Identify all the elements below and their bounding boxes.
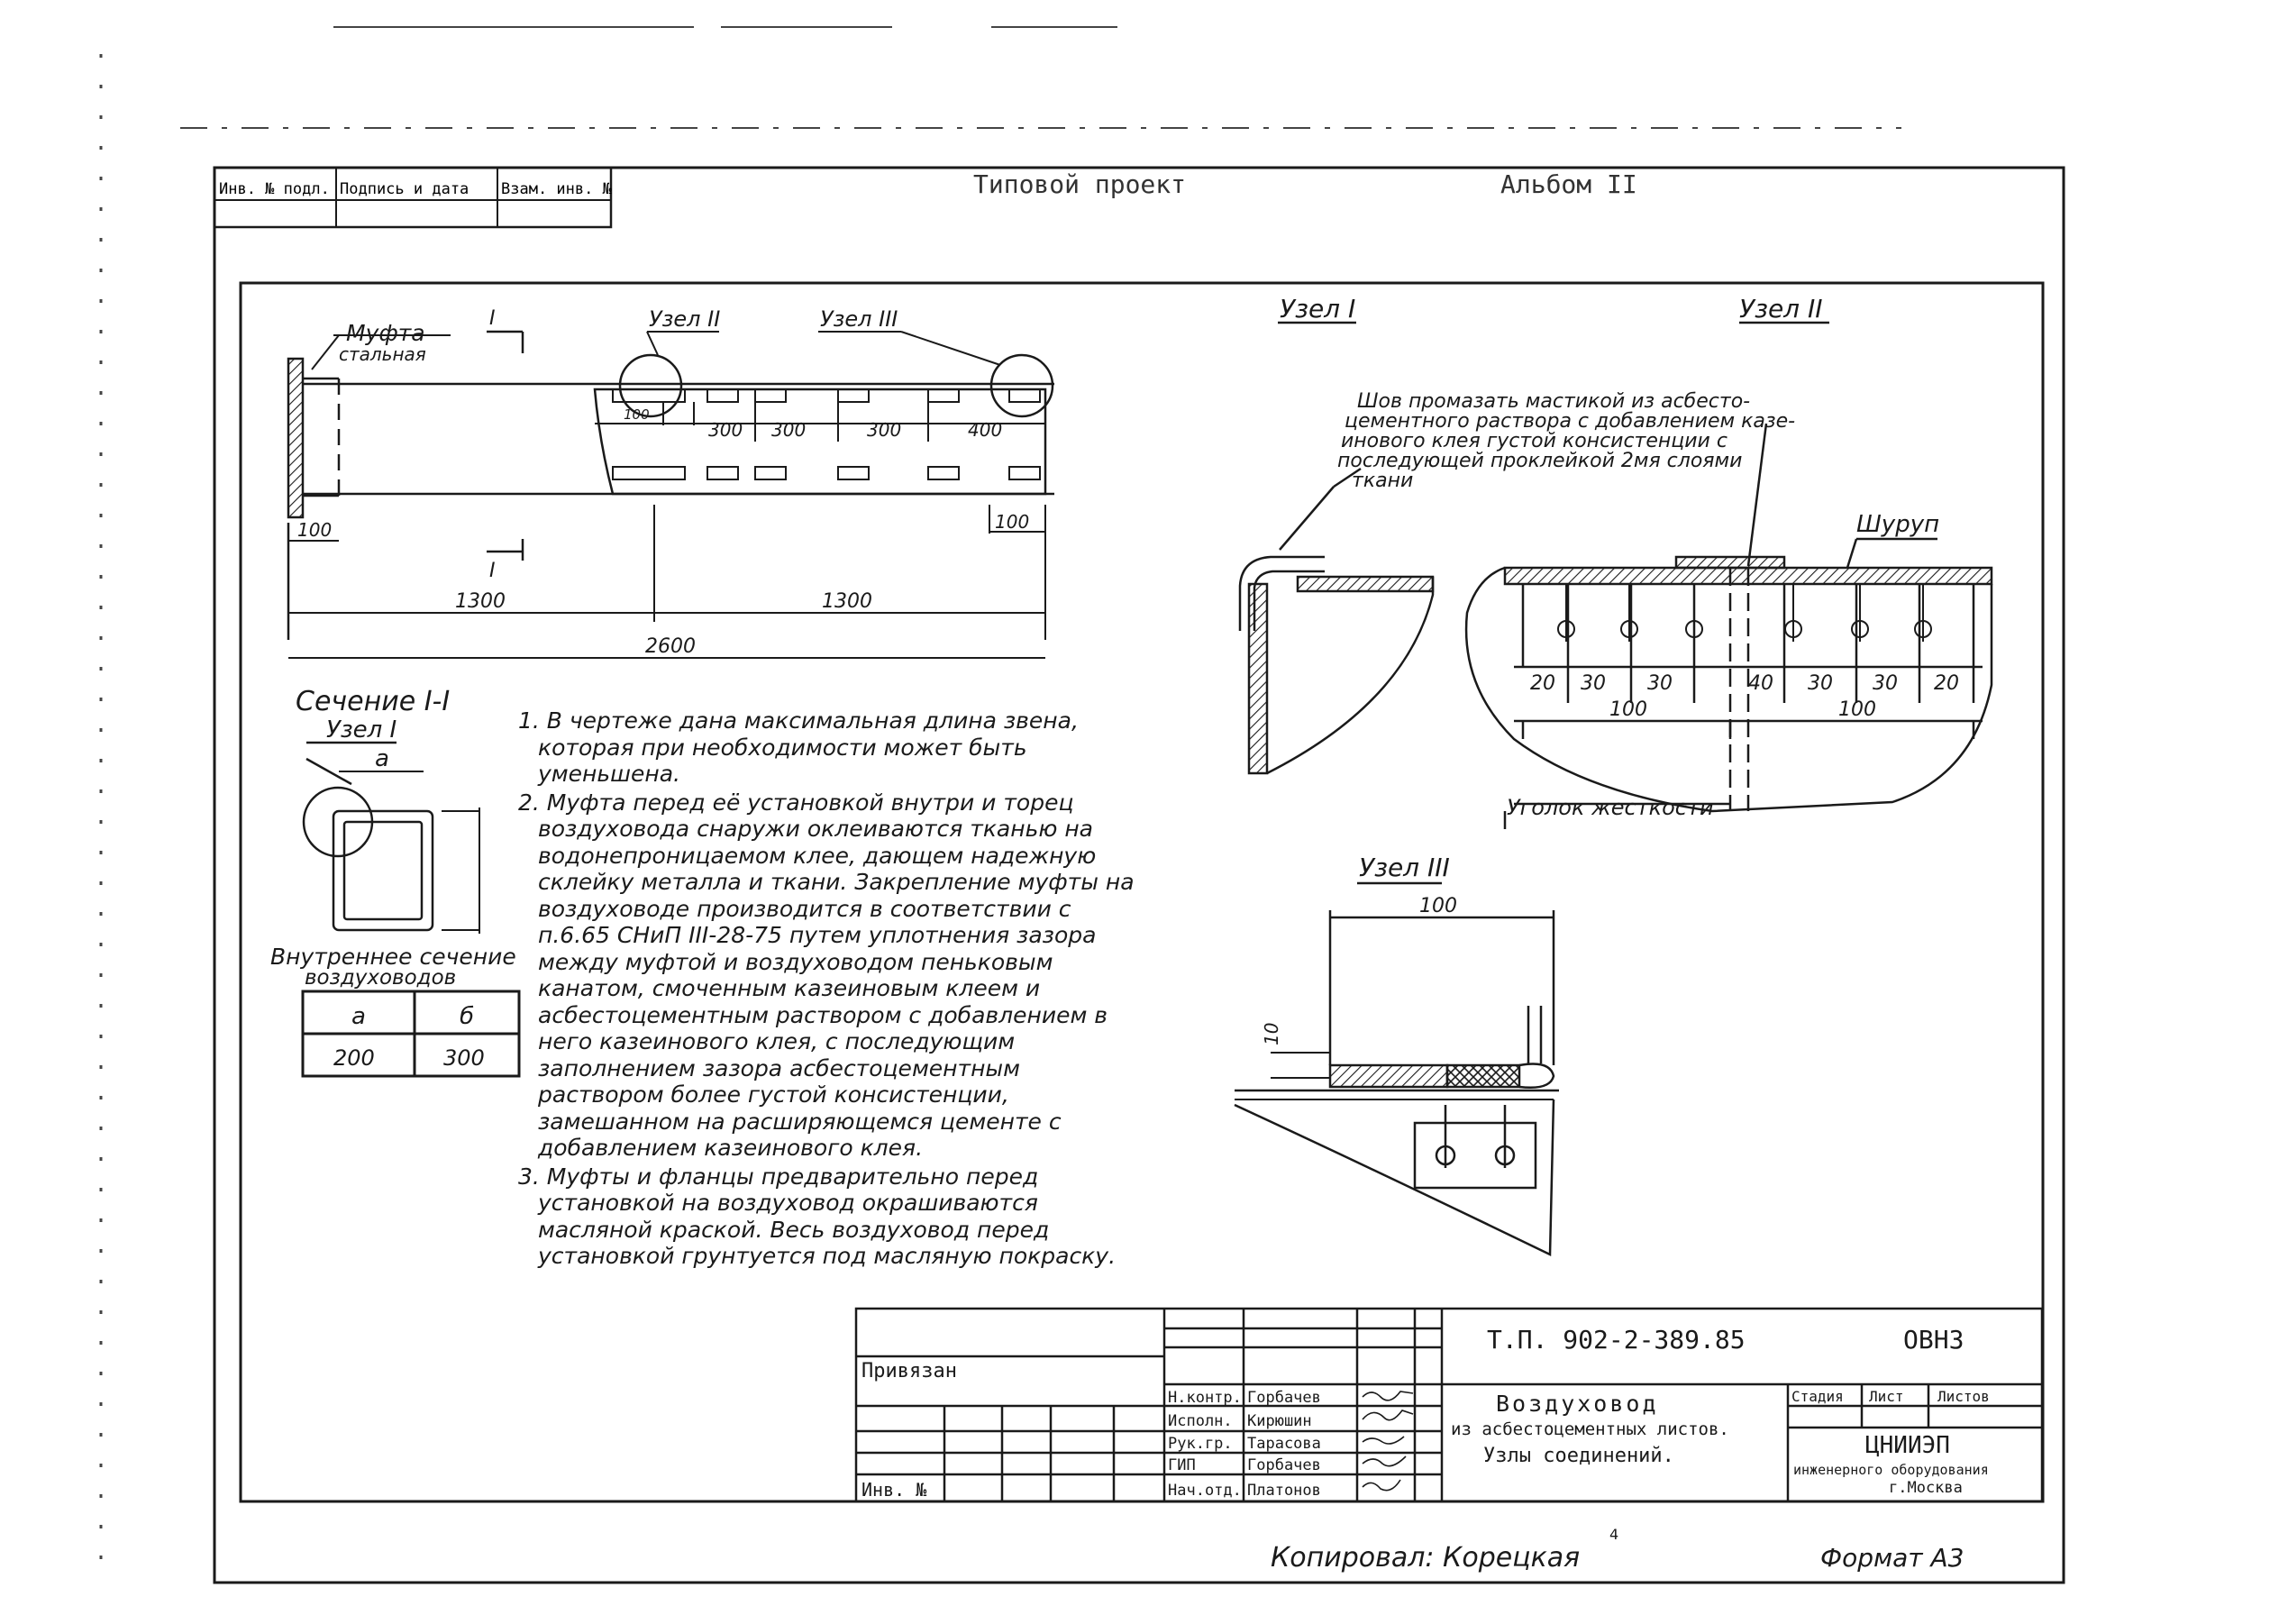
node3-callout: Узел III	[820, 306, 898, 332]
note-3: 3. Муфты и фланцы предварительно перед у…	[518, 1163, 1117, 1270]
tb-title-1: Воздуховод	[1496, 1391, 1659, 1417]
node3-detail: Узел III 100 10	[1234, 853, 1559, 1256]
tb-name-1: Горбачев	[1247, 1389, 1321, 1407]
node2-detail: Узел II Шуруп	[1464, 294, 1993, 829]
tb-role-3: Рук.гр.	[1168, 1435, 1233, 1453]
tb-code: Т.П. 902-2-389.85	[1487, 1325, 1746, 1355]
tb-name-5: Платонов	[1247, 1482, 1321, 1500]
note-1: 1. В чертеже дана максимальная длина зве…	[518, 707, 1079, 787]
sheet-frame-inner	[239, 281, 2045, 1503]
node3-dim-side: 10	[1261, 1023, 1282, 1045]
node2-dim-4: 40	[1748, 672, 1773, 695]
node2-dim-7: 20	[1934, 672, 1959, 695]
node3-title: Узел III	[1359, 853, 1450, 882]
tb-role-2: Исполн.	[1168, 1412, 1233, 1430]
page-mark: 4	[1609, 1526, 1618, 1543]
tb-role-1: Н.контр.	[1168, 1389, 1242, 1407]
tb-name-4: Горбачев	[1247, 1456, 1321, 1474]
tb-org-2: инженерного оборудования	[1793, 1462, 1989, 1478]
signatures	[1362, 1391, 1414, 1492]
node2-dim-3: 30	[1647, 672, 1673, 695]
seam-note-line-2: цементного раствора с добавлением казе-	[1345, 410, 1795, 433]
table-header-a: a	[351, 1003, 366, 1030]
node2-dim-2: 30	[1581, 672, 1606, 695]
seam-note-line-1: Шов промазать мастикой из асбесто-	[1357, 390, 1750, 413]
seam-note: Шов промазать мастикой из асбесто- цемен…	[1337, 390, 1801, 492]
stamp-col-1: Инв. № подл.	[219, 180, 330, 198]
dim-300-b: 300	[771, 419, 806, 441]
coupling-label: Муфта	[346, 320, 425, 346]
cut-mark-bottom: I	[489, 560, 496, 582]
node2-title: Узел II	[1739, 294, 1823, 324]
stamp-col-3: Взам. инв. №	[501, 180, 613, 198]
seam-note-line-5: ткани	[1352, 470, 1413, 492]
note-2: 2. Муфта перед её установкой внутри и то…	[518, 789, 1135, 1162]
tb-org-3: г.Москва	[1889, 1479, 1963, 1497]
node2-dim-5: 30	[1808, 672, 1833, 695]
tb-org-1: ЦНИИЭП	[1865, 1432, 1950, 1459]
dim-400: 400	[968, 419, 1002, 441]
table-value-a: 200	[333, 1045, 375, 1071]
seam-note-line-3: инового клея густой консистенции с	[1341, 430, 1727, 452]
section-title: Сечение I-I	[296, 686, 450, 717]
node2-bolts	[1557, 584, 1932, 642]
stiffener-label: Уголок жесткости	[1507, 795, 1714, 820]
album-heading: Альбом II	[1500, 169, 1637, 199]
tb-title-3: Узлы соединений.	[1483, 1445, 1674, 1467]
title-block	[854, 1307, 2044, 1503]
cut-mark-top: I	[489, 307, 496, 330]
tb-name-2: Кирюшин	[1247, 1412, 1312, 1430]
dim-100-left: 100	[297, 519, 332, 541]
node2-total-1: 100	[1609, 698, 1647, 721]
coupling-label-2: стальная	[339, 343, 426, 365]
duct-labels: Муфта стальная I I Узел II Узел III 100 …	[297, 306, 1029, 658]
dim-2600: 2600	[645, 635, 696, 658]
node1-detail: Узел I	[1238, 294, 1435, 775]
table-header-b: б	[460, 1003, 474, 1030]
dim-100-right: 100	[995, 511, 1029, 533]
inner-section-title-1: Внутреннее сечение	[270, 944, 516, 970]
tb-name-3: Тарасова	[1247, 1435, 1321, 1453]
dim-300-a: 300	[708, 419, 743, 441]
duct-elevation	[287, 330, 1054, 659]
section-node: Узел I	[326, 716, 397, 744]
tb-linked: Привязан	[861, 1360, 957, 1382]
node2-callout: Узел II	[649, 306, 720, 332]
project-heading: Типовой проект	[973, 169, 1186, 199]
seam-note-line-4: последующей проклейкой 2мя слоями	[1337, 450, 1742, 472]
dim-1300-b: 1300	[822, 590, 872, 613]
format-label: Формат А3	[1820, 1543, 1964, 1573]
tb-sheets: Листов	[1937, 1388, 1990, 1405]
screw-label: Шуруп	[1856, 511, 1939, 538]
tb-role-5: Нач.отд.	[1168, 1482, 1242, 1500]
copied-by: Копировал: Корецкая	[1271, 1542, 1580, 1574]
tb-sheet-code: ОВН3	[1903, 1325, 1964, 1355]
node2-dim-6: 30	[1873, 672, 1898, 695]
tb-sheet: Лист	[1869, 1388, 1904, 1405]
tb-stage: Стадия	[1791, 1388, 1844, 1405]
section-i-i: Сечение I-I Узел I a Внутреннее сечение …	[270, 686, 521, 1078]
node2-total-2: 100	[1838, 698, 1876, 721]
tb-inv: Инв. №	[861, 1479, 927, 1501]
section-dim-a: a	[375, 745, 389, 772]
table-value-b: 300	[443, 1045, 485, 1071]
dim-300-c: 300	[867, 419, 901, 441]
stamp-col-2: Подпись и дата	[340, 180, 469, 198]
sheet-frame-outer	[213, 166, 2065, 1584]
node2-dim-1: 20	[1530, 672, 1555, 695]
scan-artifacts	[99, 26, 1901, 1577]
node1-title: Узел I	[1280, 294, 1355, 324]
node3-dim-top: 100	[1419, 895, 1457, 917]
inner-section-title-2: воздуховодов	[305, 966, 456, 990]
tb-role-4: ГИП	[1168, 1456, 1196, 1474]
notes-block: 1. В чертеже дана максимальная длина зве…	[518, 707, 1140, 1272]
inventory-stamp: Инв. № подл. Подпись и дата Взам. инв. №	[213, 166, 613, 229]
tb-title-2: из асбестоцементных листов.	[1451, 1419, 1729, 1439]
dim-100-rib: 100	[624, 406, 650, 423]
dim-1300-a: 1300	[455, 590, 506, 613]
